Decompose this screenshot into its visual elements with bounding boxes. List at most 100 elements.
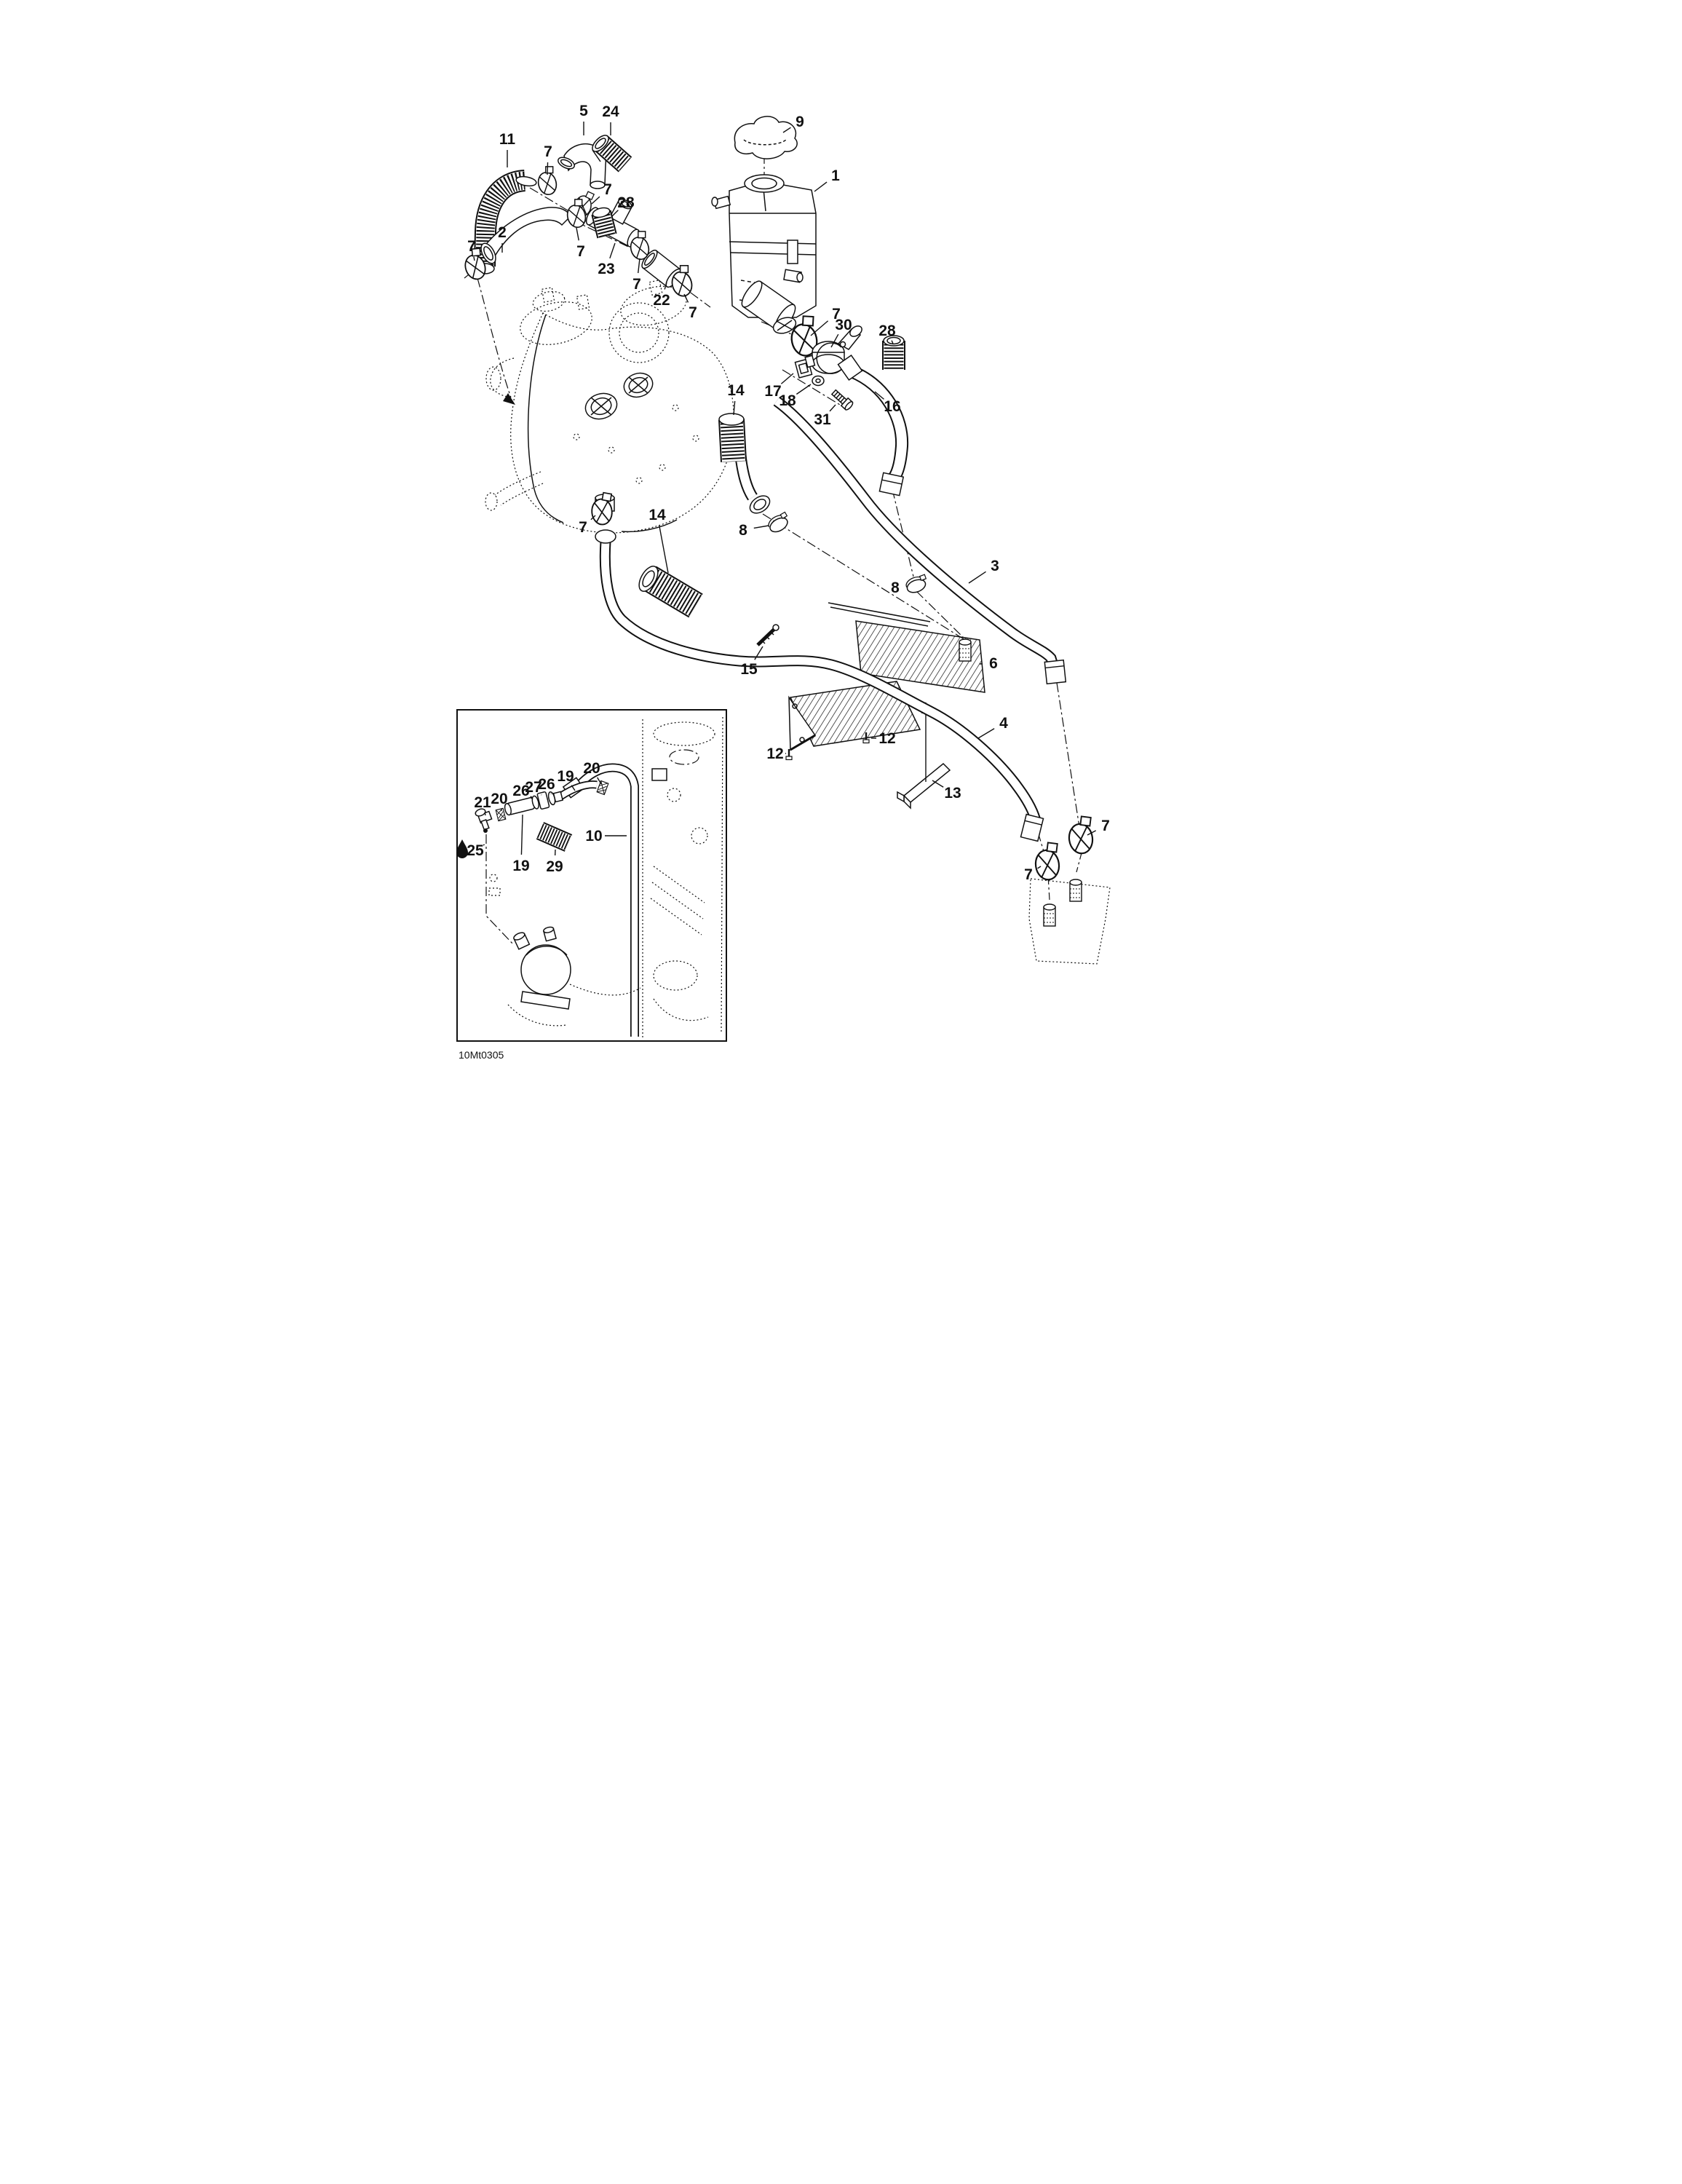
callout-leader-8a [753,525,769,529]
lower-heat-exchanger [788,681,921,751]
callout-7j: 7 [1024,866,1042,883]
hull-spigot [1069,879,1082,902]
callout-leader-20b [597,777,602,785]
hull-spigot [1043,903,1056,927]
callout-leader-7j [1037,866,1042,869]
corrugated-sleeve-14b [638,566,703,618]
callout-5: 5 [579,103,588,135]
callout-leader-9 [782,127,791,133]
mounting-bar-13 [897,702,951,810]
callout-leader-14a [733,400,736,416]
callout-label-30: 30 [835,317,852,333]
callout-3: 3 [968,558,999,584]
callout-leader-7f [638,258,640,274]
hose-19a [558,780,598,800]
callout-10: 10 [585,828,627,844]
callout-leader-25 [483,844,485,846]
pin-15 [756,624,779,646]
bracket-17 [794,355,816,379]
callout-6: 6 [979,655,998,672]
corrugated-sleeve-14a [718,413,747,462]
callout-27: 27 [525,779,542,796]
tank-strap [787,240,798,264]
callout-label-5: 5 [579,103,588,119]
hose-2 [480,207,571,264]
callout-28b: 28 [878,323,896,344]
hose-clamp-7i [1065,814,1097,856]
callout-label-23: 23 [598,261,614,277]
sheet-code: 10Mt0305 [459,1049,504,1061]
callout-23: 23 [598,242,616,277]
callout-label-14b: 14 [648,507,666,523]
callout-label-7j: 7 [1024,866,1033,883]
callout-leader-18 [796,384,812,395]
callout-leader-28b [891,340,894,344]
carburetor-ring [623,372,654,398]
callout-leader-13 [932,780,944,788]
callout-leader-14b [659,525,669,574]
callout-leader-16 [874,391,884,400]
callout-leader-31 [829,404,836,412]
callout-7f: 7 [632,258,641,293]
callout-29: 29 [546,849,563,875]
callout-label-13: 13 [944,785,961,802]
callout-leader-7a [547,162,549,175]
callout-label-9: 9 [796,114,804,130]
callout-leader-7b [591,196,600,205]
callout-7g: 7 [683,293,697,321]
inset-detail-box [456,709,727,1042]
callout-7d: 7 [467,238,476,261]
inset-engine-fragment [642,716,723,1037]
callout-label-15: 15 [740,661,758,678]
callout-label-10: 10 [585,828,602,844]
callout-label-19b: 19 [512,858,529,874]
parts-diagram: 10Mt0305 1234567777777777889101112121314… [456,103,1111,1061]
pressure-cap-9 [734,116,798,159]
callout-19a: 19 [557,768,576,791]
callout-label-8b: 8 [891,579,900,596]
water-pump [488,874,641,1026]
callout-label-8a: 8 [739,522,747,539]
callout-25: 25 [467,842,485,859]
callout-leader-15 [754,646,763,660]
upper-heat-exchanger-6 [828,602,985,693]
callout-label-26a: 26 [512,783,529,799]
callout-7b: 7 [591,181,612,205]
callout-label-31: 31 [814,411,831,428]
callout-label-7b: 7 [603,181,612,198]
callout-1: 1 [814,167,840,192]
callout-20a: 20 [491,791,508,812]
callout-label-7a: 7 [544,143,552,160]
corrugated-sleeve-29 [536,822,573,852]
callout-leader-19b [520,814,523,855]
callout-8b: 8 [891,579,908,596]
duct-end-rim [772,317,797,334]
callout-leader-3 [968,571,986,584]
callout-label-14a: 14 [727,382,745,399]
callout-22: 22 [653,282,670,309]
callout-14a: 14 [727,382,745,416]
hose-clamp-8a [765,510,793,536]
callout-leader-7c [810,320,829,336]
callout-leader-7h [590,515,596,521]
callout-26b: 26 [538,776,555,794]
callout-18: 18 [779,384,812,409]
callout-label-20a: 20 [491,791,507,807]
callout-label-25: 25 [467,842,484,859]
callout-30: 30 [830,317,852,348]
hose-clamp-7j [1031,840,1063,882]
callout-label-7i: 7 [1101,818,1110,834]
callout-label-28b: 28 [878,323,896,339]
callout-label-17: 17 [764,383,781,400]
callout-15: 15 [740,646,763,678]
callout-label-19a: 19 [557,768,574,785]
callout-label-18: 18 [779,392,796,409]
callout-19b: 19 [512,814,530,874]
callout-7h: 7 [579,515,596,536]
callout-label-4: 4 [999,715,1008,732]
callout-label-2: 2 [498,224,507,241]
callout-28a: 28 [611,194,635,217]
callout-label-7d: 7 [467,238,476,255]
corrugated-hose-24 [592,135,632,173]
